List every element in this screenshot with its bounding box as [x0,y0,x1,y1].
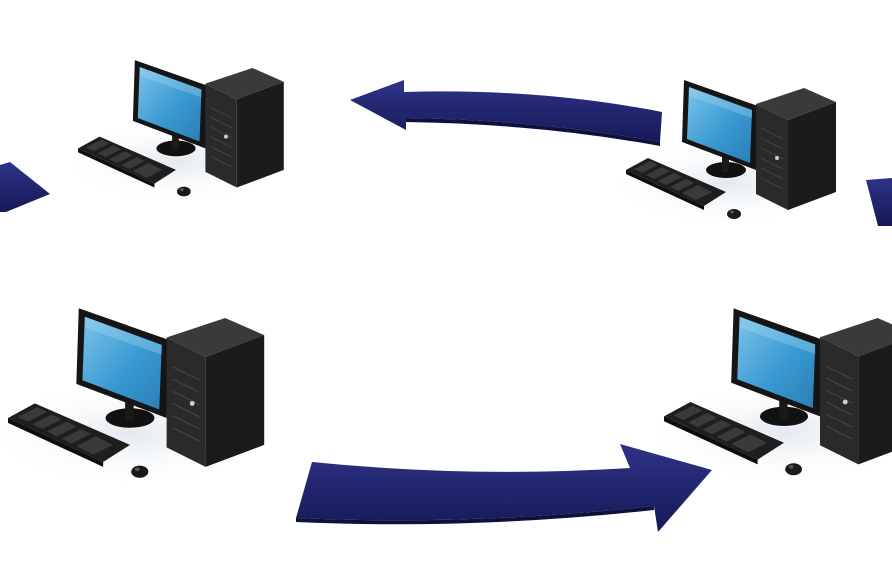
computer-top-left [57,59,295,206]
arrow-right-edge [866,178,892,226]
computer-top-right [605,79,847,229]
arrow-top [350,80,662,146]
arrow-bottom [296,444,712,532]
arrow-left-edge [0,162,50,212]
computer-bottom-right [639,307,892,487]
computer-bottom-left [0,307,278,490]
